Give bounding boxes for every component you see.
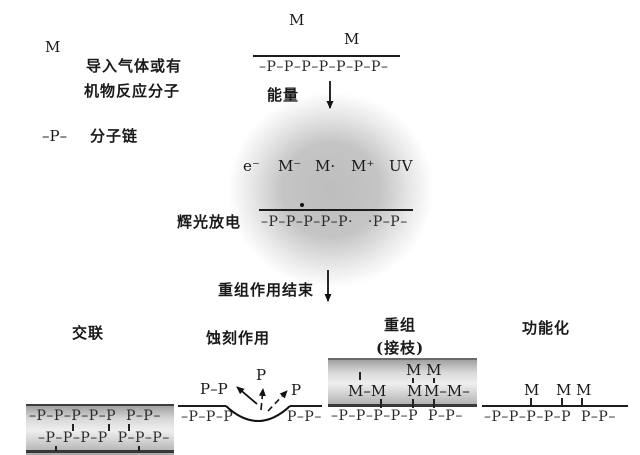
grafting-bond-f	[433, 399, 435, 408]
radical-dot	[300, 203, 304, 207]
grafting-mm-left: M–M	[348, 382, 387, 400]
crosslink-bond-4	[55, 446, 57, 451]
grafting-bond-d	[380, 399, 382, 408]
legend-m-desc-line1: 导入气体或有	[86, 57, 183, 75]
ejected-p-right: P	[291, 381, 302, 399]
energy-label: 能量	[267, 86, 300, 104]
top-surface-line	[253, 55, 400, 57]
crosslink-bond-2	[108, 424, 110, 431]
ejected-p-mid: P	[256, 366, 267, 384]
grafting-top-mm: M M	[406, 361, 442, 379]
grafting-chain: –P–P–P–P–P P–P–	[331, 408, 463, 424]
crosslink-title: 交联	[72, 324, 105, 342]
glow-discharge-label: 辉光放电	[177, 213, 242, 231]
grafting-m-mid: M	[407, 382, 423, 400]
etch-arrow-mid	[258, 388, 266, 411]
functional-bond-2	[561, 398, 563, 405]
crosslink-bond-5	[138, 446, 140, 451]
grafting-bond-a	[359, 372, 361, 380]
functional-m3: M	[576, 381, 592, 399]
etch-pit-arc	[225, 405, 291, 422]
ejected-pp: P–P	[200, 380, 228, 398]
grafting-subtitle: (接枝)	[376, 339, 425, 357]
grafting-material-box	[328, 358, 477, 407]
grafting-mm-right: M–M–	[424, 382, 470, 400]
legend-m-desc-line2: 机物反应分子	[84, 82, 181, 100]
species-m-radical: M·	[315, 157, 336, 175]
free-molecule-2: M	[344, 30, 360, 48]
crosslink-box-bottom-edge	[26, 450, 174, 453]
legend-m-symbol: M	[45, 38, 61, 56]
grafting-bond-e	[412, 399, 414, 408]
crosslink-bond-1	[72, 424, 74, 431]
grafting-title: 重组	[384, 316, 417, 334]
etch-chain-right: P–P–	[287, 409, 322, 425]
etch-surface-line-right	[290, 405, 322, 407]
functional-m1: M	[524, 381, 540, 399]
glow-surface-line	[259, 209, 413, 211]
free-molecule-1: M	[289, 11, 305, 29]
glow-discharge-blob	[228, 92, 434, 288]
crosslink-box-top-edge	[26, 404, 174, 406]
functional-bond-1	[530, 398, 532, 405]
broken-polymer-chain: –P–P–P–P–P· ·P–P–	[261, 214, 408, 230]
legend-p-desc: 分子链	[90, 127, 139, 145]
etching-title: 蚀刻作用	[206, 329, 271, 347]
grafting-box-top-edge	[328, 358, 477, 360]
species-m-cation: M⁺	[351, 157, 375, 175]
functional-m2: M	[556, 381, 572, 399]
top-polymer-chain: –P–P–P–P–P–P–P–	[259, 59, 389, 75]
etch-arrow-right	[267, 390, 288, 412]
transition-label: 重组作用结束	[218, 281, 315, 299]
functional-surface-line	[482, 405, 628, 407]
functional-chain: –P–P–P–P–P P–P–	[484, 409, 616, 425]
species-uv: UV	[389, 157, 413, 175]
grafting-bond-b	[412, 378, 414, 383]
etch-surface-line-left	[178, 405, 226, 407]
crosslink-bond-3	[128, 424, 130, 431]
species-m-anion: M⁻	[278, 157, 302, 175]
species-electron: e⁻	[243, 157, 260, 175]
etch-chain-left: –P–P–P	[181, 409, 234, 425]
crosslink-chain-bottom: –P–P–P–P P–P–P–	[38, 430, 170, 446]
grafting-bond-c	[433, 378, 435, 383]
crosslink-material-box	[26, 404, 174, 455]
functional-title: 功能化	[522, 319, 571, 337]
etch-arrow-left	[236, 386, 258, 405]
grafting-box-bottom-edge	[328, 404, 477, 407]
legend-p-symbol: –P–	[42, 127, 68, 145]
functional-bond-3	[581, 398, 583, 405]
crosslink-chain-top: –P–P–P–P–P P–P–	[29, 408, 161, 424]
